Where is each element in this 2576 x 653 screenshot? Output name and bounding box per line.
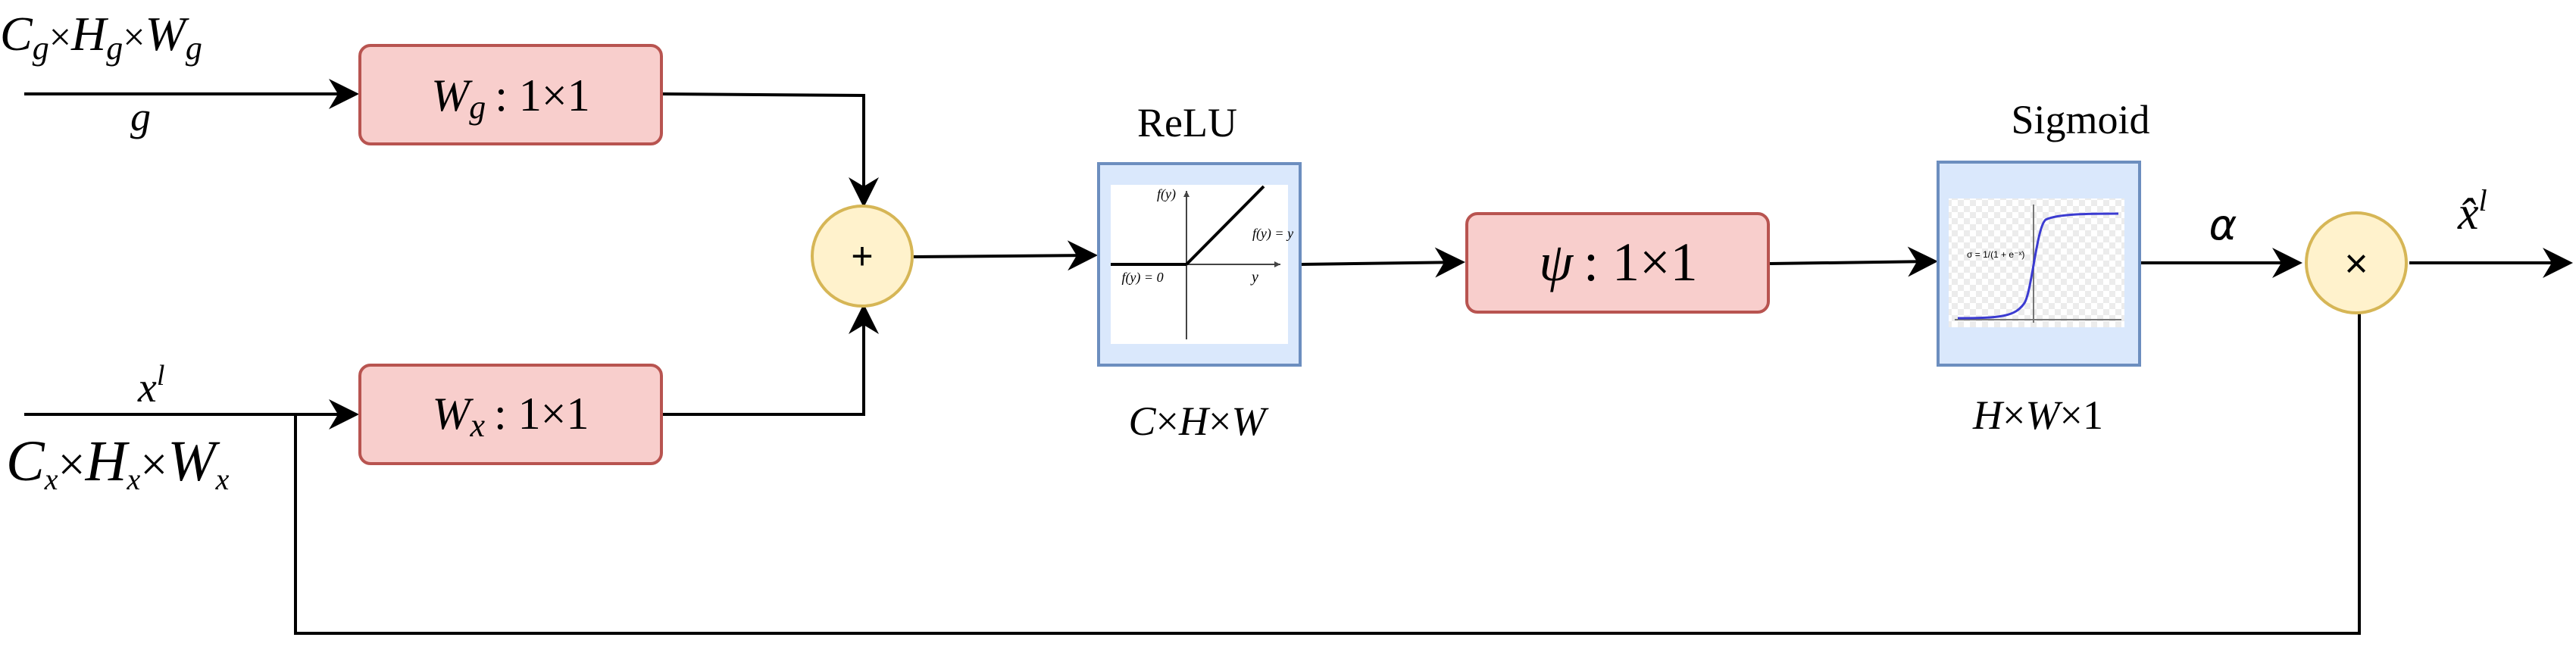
wx-to-add-arrow [662,304,879,416]
times-symbol: × [2344,241,2368,286]
add-node: + [811,205,914,308]
sigmoid-block: σ = 1/(1 + e⁻ˣ) [1937,161,2141,367]
relu-dims: C×H×W [1129,398,1270,444]
multiply-node: × [2305,211,2408,314]
relu-to-psi-arrow [1299,247,1465,278]
alpha-label: α [2209,201,2237,250]
g-input-label: g [130,94,151,139]
svg-text:ψ: 1×1: ψ: 1×1 [1539,232,1697,292]
wx-conv-block: Wx: 1×1 [358,364,663,465]
wg-conv-block: Wg: 1×1 [358,44,663,145]
sigmoid-dims: H×W×1 [1972,392,2103,438]
relu-title: ReLU [1137,100,1237,145]
relu-block: f(y) y f(y) = y f(y) = 0 [1097,162,1302,367]
relu-negative-label: f(y) = 0 [1121,270,1163,286]
plus-symbol: + [851,235,873,277]
relu-y-axis-label: f(y) [1157,186,1176,202]
sigmoid-formula: σ = 1/(1 + e⁻ˣ) [1967,249,2024,260]
wg-to-add-arrow [661,92,879,208]
skip-connection-arrow [294,266,2374,635]
sigmoid-title: Sigmoid [2011,97,2149,142]
psi-to-sigmoid-arrow [1769,246,1938,277]
x-input-dims: Cx×Hx×Wx [6,430,230,496]
x-input-label: xl [137,360,164,411]
g-input-dims: Cg×Hg×Wg [0,7,202,67]
relu-x-axis-label: y [1250,269,1258,286]
svg-text:Cx×Hx×Wx: Cx×Hx×Wx [6,430,230,496]
svg-text:Wx: 1×1: Wx: 1×1 [432,389,589,444]
svg-text:Wg: 1×1: Wg: 1×1 [431,70,590,126]
add-to-relu-arrow [913,240,1098,271]
sigmoid-plot: σ = 1/(1 + e⁻ˣ) [1955,205,2121,323]
connections [24,79,2573,635]
output-label: x̂l [2457,183,2487,239]
psi-conv-block: ψ: 1×1 [1465,212,1770,314]
svg-text:Cg×Hg×Wg: Cg×Hg×Wg [0,7,202,67]
relu-positive-label: f(y) = y [1252,226,1293,242]
relu-plot: f(y) y f(y) = y f(y) = 0 [1111,185,1293,339]
